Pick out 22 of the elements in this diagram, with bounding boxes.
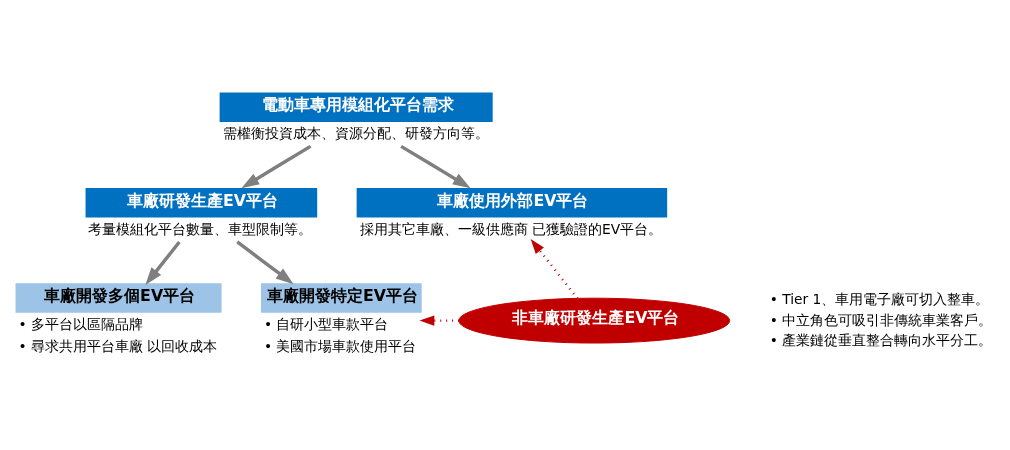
node-label: • 產業鏈從垂直整合轉向水平分工。 <box>769 332 993 349</box>
arrow <box>530 239 579 300</box>
node-label: • 中立角色可吸引非傳統車業客戶。 <box>769 311 993 328</box>
node-label: • Tier 1、車用電子廠可切入整車。 <box>769 291 990 308</box>
arrow <box>236 240 294 285</box>
node-box: 電動車專用模組化平台需求 <box>219 92 493 122</box>
node-label: 需權衡投資成本、資源分配、研發方向等。 <box>222 124 489 141</box>
node-box: 車廠使用外部EV平台 <box>356 188 668 218</box>
node-label: • 自研小型車款平台 <box>263 315 389 332</box>
node-box: 車廠開發多個EV平台 <box>15 283 222 313</box>
node-label: 考量模組化平台數量、車型限制等。 <box>88 220 313 237</box>
node-box: 車廠開發特定EV平台 <box>261 283 422 313</box>
arrow <box>419 315 459 326</box>
node-label: • 尋求共用平台車廠 以回收成本 <box>18 338 218 355</box>
node-label: • 美國市場車款使用平台 <box>263 338 417 355</box>
node-label: • 多平台以區隔品牌 <box>18 315 144 332</box>
node-ellipse: 非車廠研發生產EV平台 <box>458 297 731 344</box>
node-box: 車廠研發生產EV平台 <box>85 188 318 218</box>
node-label: 採用其它車廠、一級供應商 已獲驗證的EV平台。 <box>359 220 663 237</box>
arrow <box>400 144 471 189</box>
arrow <box>241 144 312 189</box>
arrow <box>145 240 181 286</box>
